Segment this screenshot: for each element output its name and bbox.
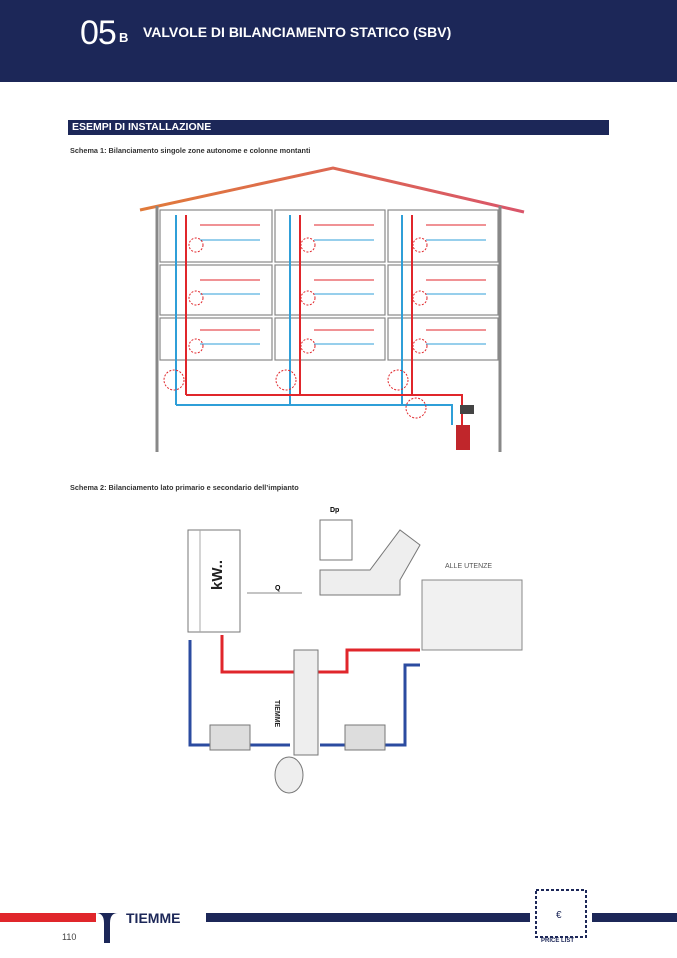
pump-icon (460, 405, 474, 414)
risers (175, 215, 463, 425)
schema2-caption: Schema 2: Bilanciamento lato primario e … (70, 483, 299, 492)
boiler-label: kW.. (209, 560, 226, 590)
valve-markers (163, 237, 428, 419)
qr-code (535, 889, 587, 938)
zone-circuits (200, 224, 486, 345)
separator-brand: TIEMME (273, 700, 280, 728)
qr-label: PRICE LIST (541, 938, 575, 944)
roof (139, 166, 525, 214)
page-title: VALVOLE DI BILANCIAMENTO STATICO (SBV) (143, 24, 452, 40)
boiler-unit (187, 529, 241, 633)
building-walls (155, 206, 502, 452)
manifold-icon (421, 579, 523, 651)
schema1-caption: Schema 1: Bilanciamento singole zone aut… (70, 146, 311, 155)
schema2-diagram (187, 519, 523, 794)
manifold-label: ALLE UTENZE (445, 563, 492, 570)
section-heading: ESEMPI DI INSTALLAZIONE (68, 120, 609, 135)
footer-bar: € (0, 889, 677, 943)
chapter-number: 05 (80, 14, 117, 52)
dp-bracket (319, 519, 353, 561)
page-number: 110 (62, 932, 77, 942)
dp-label: Dp (330, 507, 339, 514)
page-header: 05 B VALVOLE DI BILANCIAMENTO STATICO (S… (0, 0, 677, 82)
brand-logo: TIEMME (126, 910, 181, 926)
svg-text:€: € (556, 910, 562, 921)
boiler-icon (456, 425, 470, 450)
expansion-vessel (274, 756, 304, 794)
valve-icons (209, 724, 386, 751)
balancing-valve-icon (319, 529, 421, 596)
flow-label: Q (275, 585, 281, 592)
hydraulic-separator (293, 649, 319, 756)
chapter-suffix: B (119, 30, 129, 45)
